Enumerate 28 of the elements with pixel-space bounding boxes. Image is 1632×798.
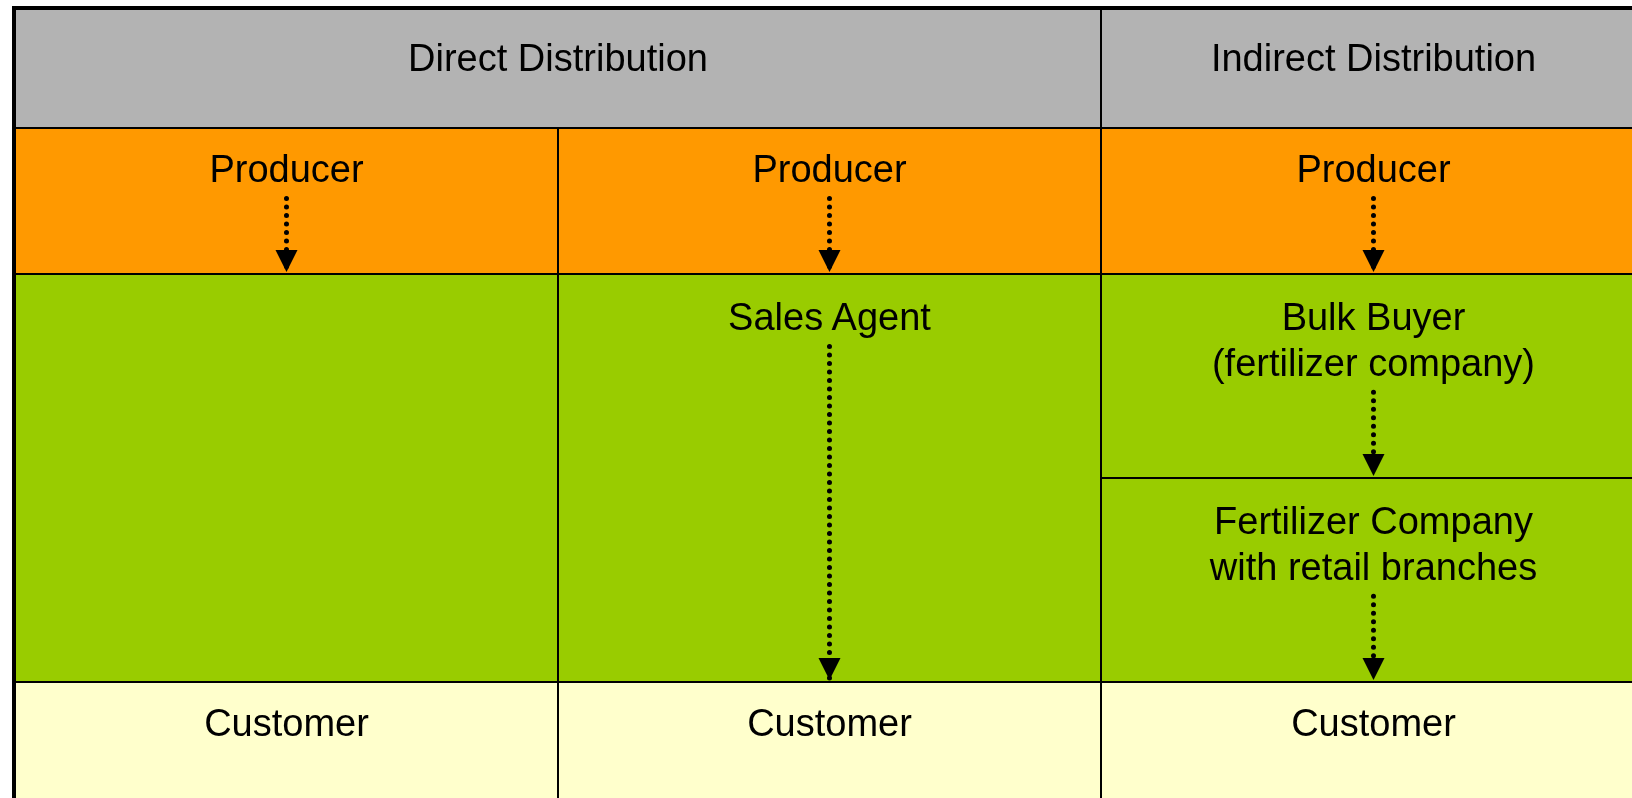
dotted-arrow (818, 344, 841, 683)
stage-label: Customer (1291, 701, 1456, 746)
stage-label: Bulk Buyer (fertilizer company) (1210, 295, 1537, 386)
customer-cell (1101, 682, 1632, 798)
dotted-arrow (275, 196, 298, 275)
producer-cell (12, 128, 558, 274)
header-cell (1101, 6, 1632, 128)
customer-cell (558, 682, 1101, 798)
stage-label: Producer (752, 147, 907, 192)
intermediary-cell (1101, 274, 1632, 478)
column-heading: Direct Distribution (408, 36, 708, 81)
stage-label: Customer (747, 701, 912, 746)
dotted-arrow (1362, 593, 1385, 683)
dotted-arrow (1362, 389, 1385, 479)
producer-cell (1101, 128, 1632, 274)
stage-label: Customer (204, 701, 369, 746)
stage-label: Producer (1296, 147, 1451, 192)
customer-cell (12, 682, 558, 798)
dotted-arrow (818, 196, 841, 275)
intermediary-cell (558, 274, 1101, 682)
producer-cell (558, 128, 1101, 274)
header-cell (12, 6, 1101, 128)
dotted-arrow (1362, 196, 1385, 275)
stage-label: Producer (209, 147, 364, 192)
stage-label: Sales Agent (728, 295, 931, 340)
column-heading: Indirect Distribution (1210, 36, 1537, 81)
stage-label: Fertilizer Company with retail branches (1208, 499, 1539, 590)
intermediary-cell (1101, 478, 1632, 682)
